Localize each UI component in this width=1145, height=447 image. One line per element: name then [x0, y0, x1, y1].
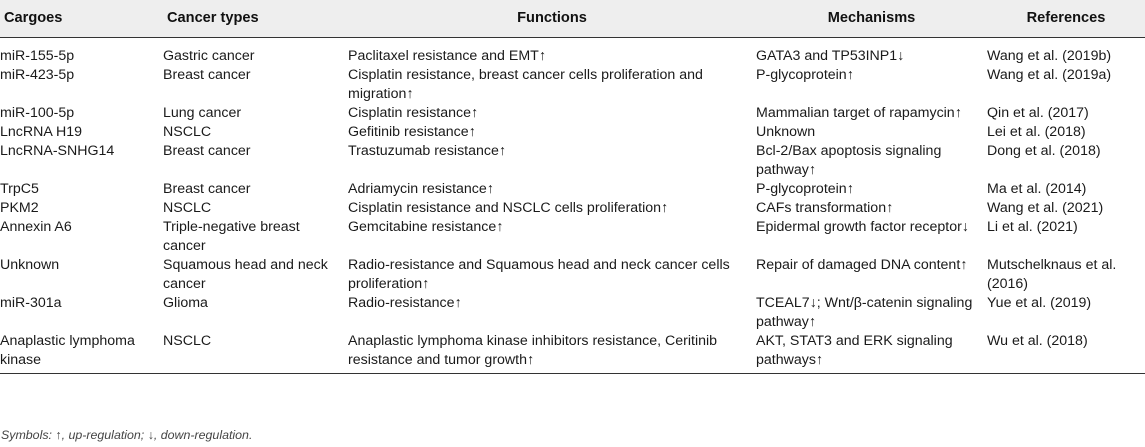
cell-cargo: LncRNA-SNHG14 — [0, 142, 115, 159]
table-row: miR-155-5p Gastric cancer Paclitaxel res… — [0, 37, 1145, 66]
cell-cargo: Anaplastic lymphoma kinase — [0, 331, 163, 374]
table-header: Cargoes Cancer types Functions Mechanism… — [0, 0, 1145, 38]
cell-cancer-type: Lung cancer — [163, 104, 242, 121]
table-row: miR-423-5p Breast cancer Cisplatin resis… — [0, 66, 1145, 104]
cell-cancer-type: Triple-negative breast cancer — [163, 218, 300, 254]
cell-reference: Wang et al. (2019a) — [987, 66, 1112, 83]
cell-reference: Wang et al. (2021) — [987, 199, 1104, 216]
header-row: Cargoes Cancer types Functions Mechanism… — [0, 0, 1145, 38]
cell-cargo: LncRNA H19 — [0, 123, 83, 140]
cell-function: Gemcitabine resistance↑ — [348, 218, 504, 235]
header-cancer-types: Cancer types — [163, 0, 348, 38]
cell-cancer-type: Breast cancer — [163, 180, 251, 197]
cell-function: Adriamycin resistance↑ — [348, 180, 494, 197]
cell-reference: Ma et al. (2014) — [987, 180, 1087, 197]
cell-cargo: Annexin A6 — [0, 218, 72, 235]
header-functions: Functions — [348, 0, 756, 38]
cell-mechanism: P-glycoprotein↑ — [756, 66, 854, 83]
cell-function: Trastuzumab resistance↑ — [348, 142, 506, 159]
cell-mechanism: Unknown — [756, 123, 816, 140]
table-row: miR-100-5p Lung cancer Cisplatin resista… — [0, 104, 1145, 123]
cell-mechanism: P-glycoprotein↑ — [756, 180, 854, 197]
cell-function: Anaplastic lymphoma kinase inhibitors re… — [348, 331, 756, 374]
cell-cancer-type: NSCLC — [163, 331, 348, 374]
cell-function: Cisplatin resistance, breast cancer cell… — [348, 66, 703, 102]
cell-function: Gefitinib resistance↑ — [348, 123, 476, 140]
cell-cancer-type: Breast cancer — [163, 66, 251, 83]
cell-cancer-type: Glioma — [163, 294, 208, 311]
table-row: Unknown Squamous head and neck cancer Ra… — [0, 256, 1145, 294]
cell-cancer-type: Breast cancer — [163, 142, 251, 159]
table-row: TrpC5 Breast cancer Adriamycin resistanc… — [0, 180, 1145, 199]
cell-reference: Wu et al. (2018) — [987, 331, 1145, 374]
cell-mechanism: Epidermal growth factor receptor↓ — [756, 218, 969, 235]
cell-function: Radio-resistance and Squamous head and n… — [348, 256, 730, 292]
cell-reference: Qin et al. (2017) — [987, 104, 1089, 121]
cell-function: Cisplatin resistance and NSCLC cells pro… — [348, 199, 669, 216]
cell-mechanism: TCEAL7↓; Wnt/β-catenin signaling pathway… — [756, 294, 973, 330]
cell-mechanism: AKT, STAT3 and ERK signaling pathways↑ — [756, 331, 987, 374]
cell-reference: Mutschelknaus et al. (2016) — [987, 256, 1117, 292]
cell-mechanism: CAFs transformation↑ — [756, 199, 894, 216]
cell-function: Radio-resistance↑ — [348, 294, 462, 311]
table-footnote: Symbols: ↑, up-regulation; ↓, down-regul… — [1, 428, 253, 442]
cell-reference: Li et al. (2021) — [987, 218, 1078, 235]
cell-cancer-type: Gastric cancer — [163, 47, 255, 64]
cell-function: Paclitaxel resistance and EMT↑ — [348, 47, 546, 64]
cell-cargo: miR-100-5p — [0, 104, 75, 121]
cell-reference: Yue et al. (2019) — [987, 294, 1092, 311]
table-row: miR-301a Glioma Radio-resistance↑ TCEAL7… — [0, 294, 1145, 332]
table-row: PKM2 NSCLC Cisplatin resistance and NSCL… — [0, 199, 1145, 218]
cell-reference: Lei et al. (2018) — [987, 123, 1086, 140]
cell-cargo: Unknown — [0, 256, 60, 273]
cell-cargo: miR-155-5p — [0, 47, 75, 64]
cell-cancer-type: NSCLC — [163, 199, 212, 216]
cell-mechanism: Bcl-2/Bax apoptosis signaling pathway↑ — [756, 142, 942, 178]
cargo-table: Cargoes Cancer types Functions Mechanism… — [0, 0, 1145, 374]
cell-reference: Dong et al. (2018) — [987, 142, 1101, 159]
cell-function: Cisplatin resistance↑ — [348, 104, 479, 121]
cell-cargo: miR-301a — [0, 294, 62, 311]
cell-reference: Wang et al. (2019b) — [987, 47, 1112, 64]
table-row: Anaplastic lymphoma kinase NSCLC Anaplas… — [0, 331, 1145, 374]
table-row: Annexin A6 Triple-negative breast cancer… — [0, 218, 1145, 256]
table-body: miR-155-5p Gastric cancer Paclitaxel res… — [0, 37, 1145, 374]
cell-mechanism: Mammalian target of rapamycin↑ — [756, 104, 962, 121]
cell-mechanism: Repair of damaged DNA content↑ — [756, 256, 968, 273]
cell-cancer-type: NSCLC — [163, 123, 212, 140]
cell-mechanism: GATA3 and TP53INP1↓ — [756, 47, 905, 64]
table-row: LncRNA H19 NSCLC Gefitinib resistance↑ U… — [0, 123, 1145, 142]
cell-cargo: miR-423-5p — [0, 66, 75, 83]
cell-cargo: TrpC5 — [0, 180, 39, 197]
header-references: References — [987, 0, 1145, 38]
cell-cancer-type: Squamous head and neck cancer — [163, 256, 328, 292]
cell-cargo: PKM2 — [0, 199, 39, 216]
header-cargoes: Cargoes — [0, 0, 163, 38]
table-row: LncRNA-SNHG14 Breast cancer Trastuzumab … — [0, 142, 1145, 180]
header-mechanisms: Mechanisms — [756, 0, 987, 38]
